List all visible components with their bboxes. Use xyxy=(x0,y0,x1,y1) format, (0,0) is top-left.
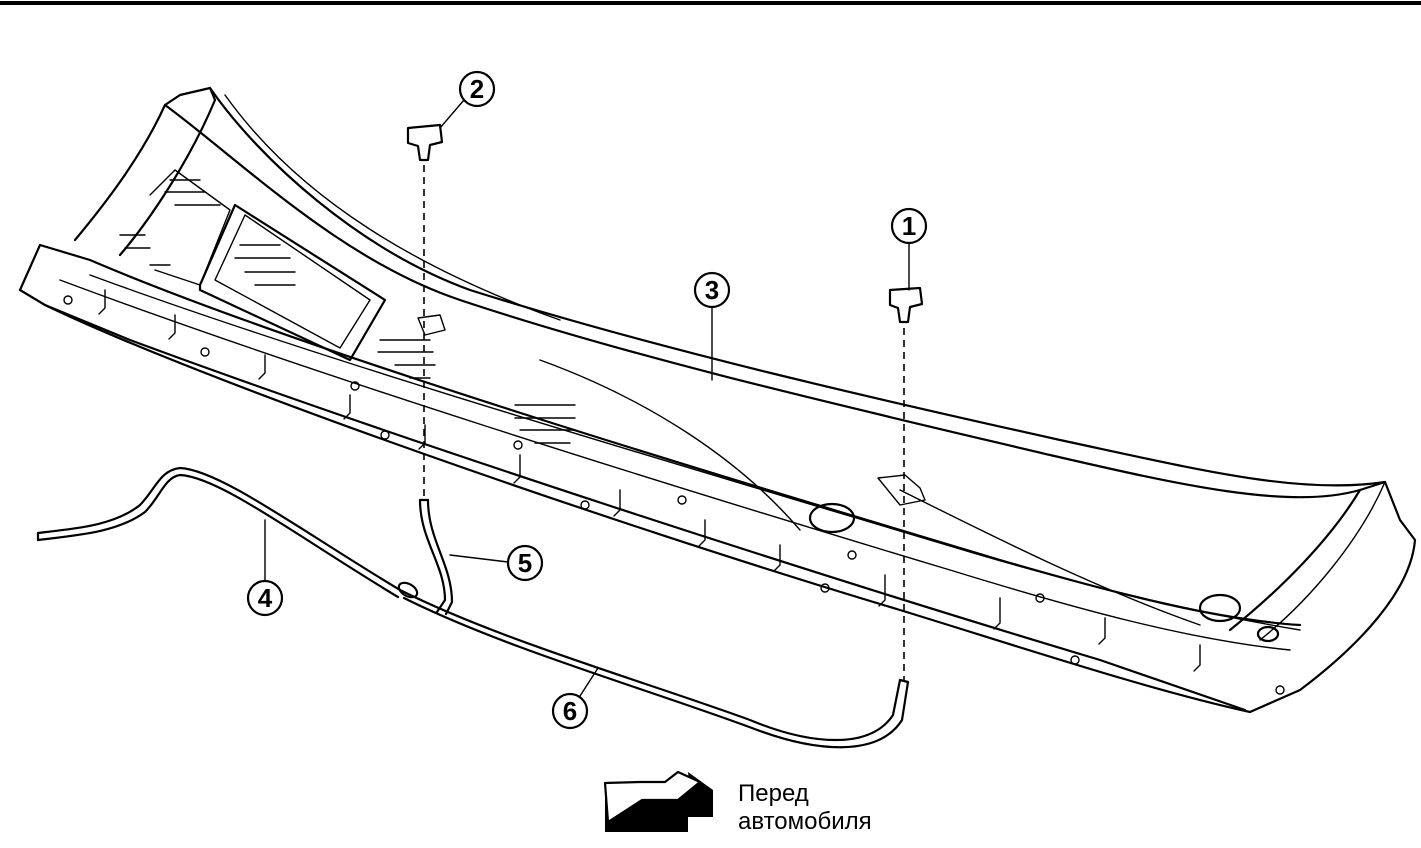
callout-1: 1 xyxy=(890,207,928,291)
callout-3-label: 3 xyxy=(705,275,719,305)
flange-clips xyxy=(98,289,1201,672)
callout-4: 4 xyxy=(246,519,284,617)
flange-holes xyxy=(63,295,1285,695)
washer-nozzle-1 xyxy=(877,286,926,680)
front-direction-arrow-icon xyxy=(603,770,713,832)
cowl-top-panel xyxy=(18,86,1417,714)
callout-5-label: 5 xyxy=(518,548,532,578)
grille-hatching xyxy=(119,179,576,444)
front-label-line2: автомобиля xyxy=(738,808,872,835)
washer-hose-5 xyxy=(418,498,454,616)
callout-1-label: 1 xyxy=(902,211,916,241)
callout-5: 5 xyxy=(449,544,544,582)
callout-6: 6 xyxy=(551,667,599,730)
callout-2-label: 2 xyxy=(470,74,484,104)
hose-connector xyxy=(397,581,419,599)
callout-2: 2 xyxy=(439,70,496,129)
front-of-vehicle-label: Перед автомобиля xyxy=(738,780,872,836)
callout-6-label: 6 xyxy=(563,696,577,726)
washer-nozzle-2 xyxy=(406,123,446,500)
washer-hose-6 xyxy=(398,588,910,749)
washer-hose-4 xyxy=(36,466,402,599)
front-label-line1: Перед xyxy=(738,780,809,807)
callout-4-label: 4 xyxy=(258,583,273,613)
callout-3: 3 xyxy=(693,271,731,381)
